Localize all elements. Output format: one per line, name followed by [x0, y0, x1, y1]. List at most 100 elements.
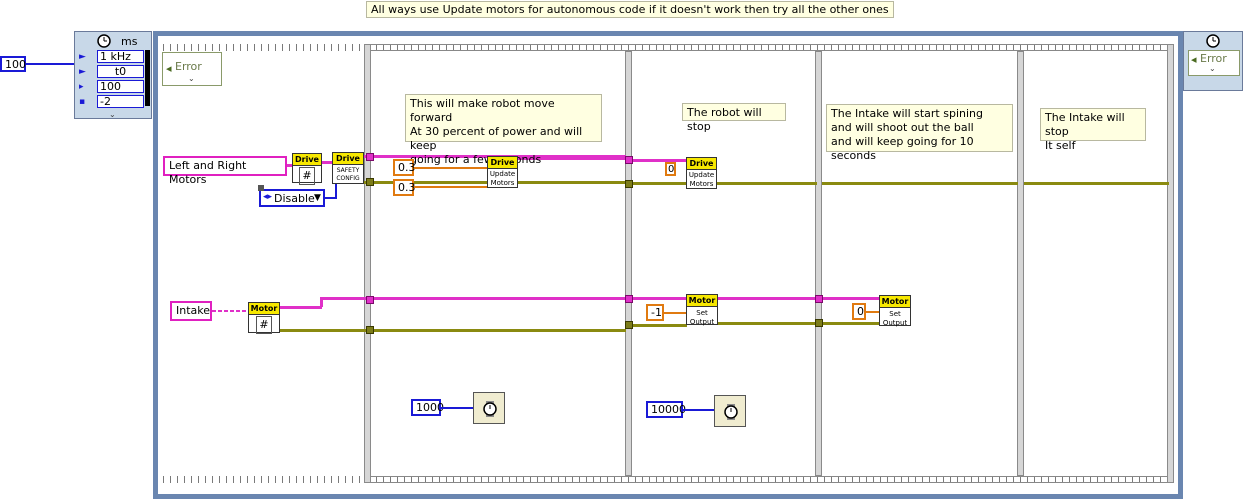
enum-value: Disable [274, 192, 315, 205]
offset-t0: t0 [97, 65, 144, 78]
sequence-bottom-edge [366, 476, 1172, 483]
update-motors-vi-1[interactable]: Drive Update Motors [487, 156, 518, 188]
wire-pink [517, 157, 626, 160]
vi-header: Drive [687, 158, 716, 170]
frame-wall [815, 51, 822, 476]
vi-header: Drive [333, 153, 363, 165]
vi-caption: Update Motors [489, 170, 516, 187]
wait-const-10000[interactable]: 10000 [646, 401, 686, 418]
processor-value: -2 [97, 95, 144, 108]
outer-top-edge [160, 44, 366, 51]
drive-refnum[interactable]: Left and Right Motors [163, 156, 287, 186]
intake-speed-const[interactable]: -1 [646, 304, 664, 321]
safety-config-vi[interactable]: Drive SAFETY CONFIG [332, 152, 364, 184]
tunnel [366, 178, 374, 186]
top-comment: All ways use Update motors for autonomou… [366, 1, 894, 18]
left-speed-const[interactable]: 0.3 [393, 159, 416, 176]
wire-olive [632, 182, 686, 185]
vi-caption: SAFETY CONFIG [336, 167, 360, 182]
wire-blue [26, 63, 74, 65]
frame-wall [625, 51, 632, 476]
arrow-icon: ► [79, 67, 86, 77]
vi-header: Motor [880, 296, 910, 308]
clock-icon [95, 34, 113, 48]
wire-pink [320, 297, 323, 307]
wait-ms-vi-2[interactable] [714, 395, 746, 427]
wire-orange [414, 167, 487, 169]
set-output-vi-1[interactable]: Motor Set Output [686, 294, 718, 326]
wire-pink [717, 297, 817, 300]
frame-wall [364, 44, 371, 483]
label-marker [258, 185, 264, 191]
tunnel [625, 156, 633, 164]
wait-const-1000[interactable]: 1000 [411, 399, 444, 416]
period-value: 100 [97, 80, 144, 93]
wire-blue [683, 409, 714, 411]
timed-loop-input-node[interactable]: ms 1 kHz t0 100 -2 ► ► ▸ ▪ ⌄ [74, 31, 152, 119]
wire-olive [822, 322, 879, 325]
watch-icon [483, 401, 497, 417]
error-cluster-left[interactable]: ◂ Error ⌄ [162, 52, 222, 86]
chevron-down-icon: ⌄ [109, 110, 116, 119]
right-speed-const[interactable]: 0.3 [393, 179, 416, 196]
processor-icon: ▪ [79, 97, 86, 107]
wire-orange [414, 186, 487, 188]
wait-ms-vi-1[interactable] [473, 392, 505, 424]
timed-loop-output-node[interactable]: ◂ Error ⌄ [1183, 31, 1243, 91]
frame-wall [1167, 44, 1174, 483]
drive-ref-vi[interactable]: Drive # [292, 153, 322, 185]
frame2-comment: The robot will stop [682, 103, 786, 133]
tunnel [625, 321, 633, 329]
wire-olive [717, 322, 817, 325]
arrow-icon: ► [79, 52, 86, 62]
frame4-comment: The Intake will stop It self [1040, 108, 1146, 152]
constant-100[interactable]: 100 [0, 56, 26, 72]
error-cluster-right[interactable]: ◂ Error ⌄ [1188, 50, 1240, 76]
wire-blue [441, 407, 473, 409]
wire-pink-dotted [212, 310, 248, 312]
intake-ref-vi[interactable]: Motor # [248, 302, 280, 334]
error-label: Error [175, 60, 202, 73]
wire-orange [664, 312, 687, 314]
vi-caption: Update Motors [688, 171, 715, 188]
tunnel [815, 319, 823, 327]
error-arrow-icon: ◂ [166, 62, 172, 75]
increment-icon: ◂▸ [263, 192, 273, 202]
wire-blue [325, 197, 336, 199]
period-source: 1 kHz [97, 50, 144, 63]
watch-icon [724, 404, 738, 420]
intake-refnum[interactable]: Intake [170, 301, 212, 321]
tunnel [625, 295, 633, 303]
set-output-vi-2[interactable]: Motor Set Output [879, 295, 911, 327]
wire-blue [335, 184, 337, 199]
disable-enum[interactable]: ◂▸ Disable ▼ [259, 189, 325, 207]
frame1-comment: This will make robot move forward At 30 … [405, 94, 602, 166]
tunnel [625, 180, 633, 188]
timing-unit: ms [121, 35, 138, 48]
wire-pink [322, 161, 332, 164]
tunnel [366, 153, 374, 161]
outer-bottom-edge [160, 476, 366, 483]
error-label-right: Error [1200, 52, 1227, 65]
frame-wall [1017, 51, 1024, 476]
intake-stop-const[interactable]: 0 [852, 303, 866, 320]
update-motors-vi-2[interactable]: Drive Update Motors [686, 157, 717, 189]
dropdown-arrow-icon: ▼ [314, 193, 321, 203]
wire-pink [280, 306, 322, 309]
wire-pink [287, 164, 292, 167]
tunnel [366, 326, 374, 334]
wire-pink [632, 159, 686, 162]
priority-icon: ▸ [79, 82, 84, 92]
ref-glyph-icon: # [299, 167, 315, 185]
chevron-down-icon: ⌄ [1209, 64, 1216, 73]
error-arrow-icon: ◂ [1191, 53, 1197, 66]
vi-header: Drive [488, 157, 517, 169]
wire-olive [632, 324, 687, 327]
vi-header: Motor [687, 295, 717, 307]
loop-left-wall [145, 50, 150, 106]
wire-olive [1024, 182, 1169, 185]
wire-pink [632, 297, 687, 300]
wire-pink [320, 297, 626, 300]
left-stop-const[interactable]: 0 [665, 162, 676, 176]
wire-olive [280, 329, 626, 332]
